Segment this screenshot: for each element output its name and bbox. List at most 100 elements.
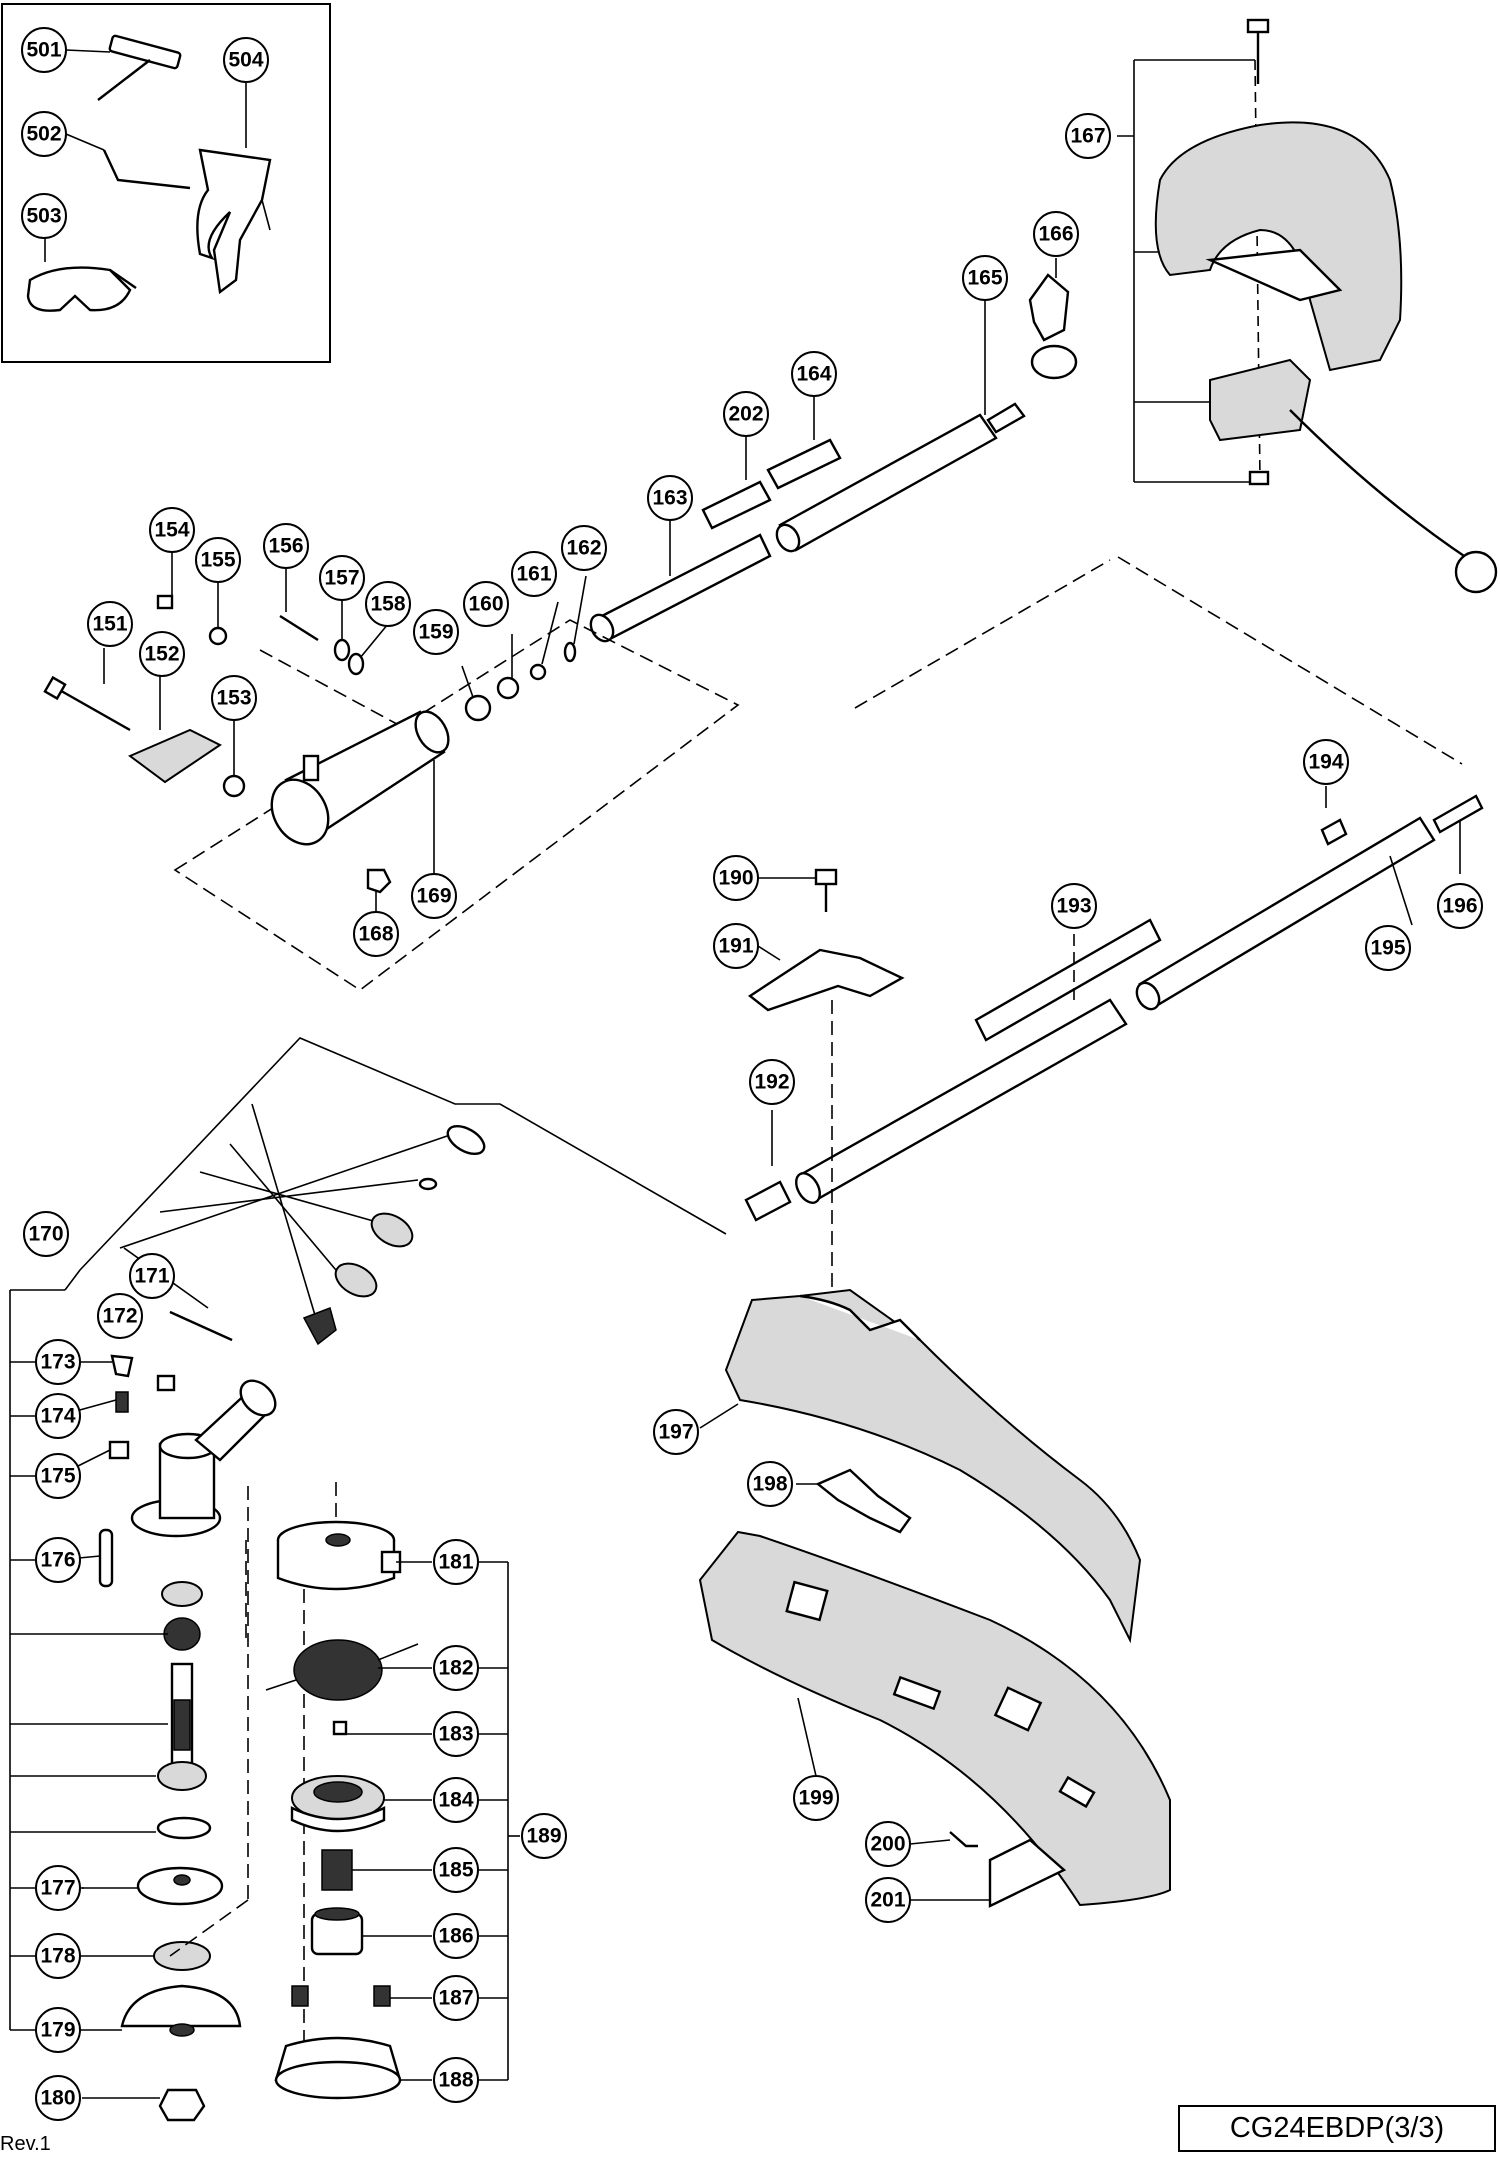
guard-197 [699,1288,1142,1644]
part-number-192: 192 [754,1071,789,1094]
part-number-159: 159 [418,621,453,644]
cap-173 [110,1354,134,1378]
bracket-191 [747,945,905,1012]
eyelet-187 [291,1985,432,2007]
bubble-501: 501 [21,27,67,73]
lever-152 [128,674,222,784]
bearing-upper-1 [370,1212,414,1248]
bubble-196: 196 [1437,883,1483,929]
part-number-191: 191 [718,935,753,958]
part-number-202: 202 [728,403,763,426]
washer-178 [153,1941,211,1971]
bubble-167: 167 [1065,113,1111,159]
bubble-152: 152 [139,631,185,677]
bubble-171: 171 [129,1253,175,1299]
part-number-200: 200 [870,1833,905,1856]
part-number-189: 189 [526,1825,561,1848]
cover-179 [120,1984,242,2037]
screw-183 [332,1720,432,1736]
screw-200 [909,1831,978,1848]
revision-label: Rev.1 [0,2133,51,2155]
bubble-168: 168 [353,911,399,957]
bubble-180: 180 [35,2075,81,2121]
washer-160 [496,634,520,700]
bubble-154: 154 [149,507,195,553]
part-number-185: 185 [438,1859,473,1882]
bubble-195: 195 [1365,925,1411,971]
bubble-151: 151 [87,601,133,647]
knob-186 [310,1907,432,1956]
part-number-168: 168 [358,923,393,946]
bubble-172: 172 [97,1293,143,1339]
part-number-160: 160 [468,593,503,616]
bushing-192 [744,1110,792,1222]
circlip-top [446,1124,486,1156]
bubble-199: 199 [793,1775,839,1821]
part-number-197: 197 [658,1421,693,1444]
ring-small [418,1177,438,1191]
bubble-155: 155 [195,537,241,583]
bubble-201: 201 [865,1877,911,1923]
part-number-155: 155 [200,549,235,572]
part-number-166: 166 [1038,223,1073,246]
ring-162 [563,575,587,663]
washer-159 [461,665,492,722]
bubble-156: 156 [263,523,309,569]
bolt-171 [169,1310,233,1342]
bubble-170: 170 [23,1211,69,1257]
washer-153 [222,720,246,798]
part-number-171: 171 [134,1265,169,1288]
bubble-176: 176 [35,1537,81,1583]
part-number-172: 172 [102,1305,137,1328]
bubble-162: 162 [561,525,607,571]
shaft-upper-165 [775,300,1026,553]
bubble-174: 174 [35,1393,81,1439]
nut-168 [366,868,392,912]
washer-161 [529,601,559,681]
part-number-201: 201 [870,1889,905,1912]
bolt-151 [43,648,131,732]
bubble-192: 192 [749,1059,795,1105]
part-number-199: 199 [798,1787,833,1810]
harness-504 [196,82,272,295]
part-number-194: 194 [1308,751,1343,774]
bubble-191: 191 [713,923,759,969]
box-wrench-501 [65,34,182,101]
gear-lower [163,1617,201,1651]
part-number-180: 180 [40,2087,75,2110]
bubble-166: 166 [1033,211,1079,257]
screw-175 [108,1440,130,1460]
bubble-178: 178 [35,1933,81,1979]
part-number-183: 183 [438,1723,473,1746]
accessory-box [1,3,331,363]
part-number-193: 193 [1056,895,1091,918]
bubble-188: 188 [433,2057,479,2103]
part-number-184: 184 [438,1789,473,1812]
bubble-184: 184 [433,1777,479,1823]
part-number-187: 187 [438,1987,473,2010]
bubble-503: 503 [21,193,67,239]
part-number-174: 174 [40,1405,75,1428]
spool-184 [290,1775,432,1833]
pin-176 [98,1528,114,1588]
bubble-157: 157 [319,555,365,601]
part-number-186: 186 [438,1925,473,1948]
bubble-185: 185 [433,1847,479,1893]
bubble-183: 183 [433,1711,479,1757]
part-number-156: 156 [268,535,303,558]
guard-cover-199 [698,1530,1171,1907]
part-number-170: 170 [28,1223,63,1246]
part-number-182: 182 [438,1657,473,1680]
bubble-182: 182 [433,1645,479,1691]
handle-bolt-167 [1246,18,1270,84]
bearing-lower-2 [157,1761,207,1791]
bubble-169: 169 [411,873,457,919]
hanger-166 [1028,258,1078,380]
part-number-157: 157 [324,567,359,590]
part-number-176: 176 [40,1549,75,1572]
part-number-503: 503 [26,205,61,228]
bubble-190: 190 [713,855,759,901]
washer-155 [208,578,228,646]
